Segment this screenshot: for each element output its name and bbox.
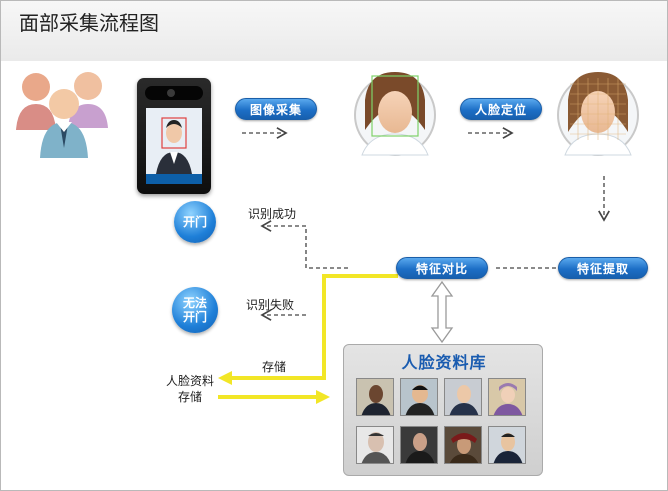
fail-label: 识别失败 — [246, 298, 295, 312]
device-status-bar — [146, 174, 202, 184]
open-door-button[interactable]: 开门 — [174, 201, 216, 243]
library-photo-tile — [356, 378, 394, 416]
step-locate-pill[interactable]: 人脸定位 — [460, 98, 542, 120]
profile-store-line2: 存储 — [178, 390, 203, 404]
profile-store-line1: 人脸资料 — [166, 374, 215, 388]
library-photo-tile — [488, 378, 526, 416]
page-title: 面部采集流程图 — [19, 11, 159, 35]
dashed-branch-success — [260, 220, 348, 269]
library-photo-tile — [488, 426, 526, 464]
step-extract-pill[interactable]: 特征提取 — [558, 257, 648, 279]
users-group-icon — [16, 72, 108, 158]
library-photo-tile — [400, 426, 438, 464]
open-door-label: 开门 — [182, 215, 207, 229]
library-photo-tile — [356, 426, 394, 464]
store-label: 存储 — [262, 360, 287, 374]
device-screen — [146, 108, 202, 184]
camera-lens-icon — [167, 89, 175, 97]
library-photo-tile — [444, 426, 482, 464]
bidirectional-arrow — [430, 280, 454, 344]
face-terminal-device — [137, 78, 211, 194]
success-label: 识别成功 — [248, 207, 297, 221]
header-bar: 面部采集流程图 — [1, 1, 667, 61]
no-open-door-button[interactable]: 无法 开门 — [172, 287, 218, 333]
library-photo-tile — [444, 378, 482, 416]
library-photo-tile — [400, 378, 438, 416]
no-open-line1: 无法 — [182, 296, 207, 310]
step-capture-pill[interactable]: 图像采集 — [235, 98, 317, 120]
face-photo-2-grid — [557, 72, 639, 156]
library-title: 人脸资料库 — [401, 353, 487, 372]
yellow-store-path — [232, 274, 398, 380]
screen-face-icon — [156, 117, 192, 174]
no-open-line2: 开门 — [182, 310, 207, 324]
step-compare-pill[interactable]: 特征对比 — [396, 257, 488, 279]
face-photo-1 — [354, 72, 436, 156]
